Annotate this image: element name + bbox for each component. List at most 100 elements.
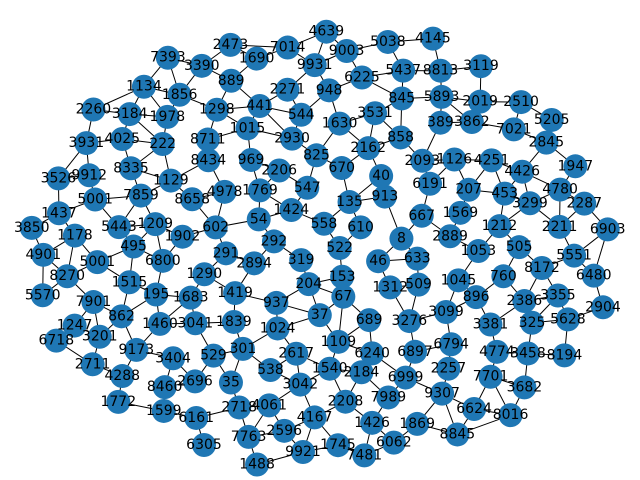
graph-node [295, 175, 320, 200]
node-label: 948 [316, 82, 343, 98]
node-label: 1599 [146, 403, 182, 419]
node-label: 2257 [431, 361, 467, 377]
graph-node [429, 84, 454, 109]
graph-node [326, 329, 351, 354]
node-label: 7989 [371, 389, 407, 405]
graph-node [178, 285, 203, 310]
graph-node [121, 234, 146, 259]
node-label: 1569 [443, 205, 479, 221]
node-label: 1109 [321, 334, 357, 350]
graph-node [405, 246, 430, 271]
graph-node [119, 156, 144, 181]
node-label: 9003 [329, 43, 365, 59]
graph-node [272, 418, 297, 443]
node-label: 1856 [162, 87, 198, 103]
node-label: 5570 [25, 287, 61, 303]
node-label: 207 [455, 182, 482, 198]
node-label: 8658 [174, 191, 210, 207]
graph-node [388, 125, 413, 150]
node-label: 1015 [230, 120, 266, 136]
node-label: 4978 [207, 184, 243, 200]
graph-node [349, 360, 374, 385]
graph-node [317, 78, 342, 103]
graph-node [372, 184, 397, 209]
node-label: 2473 [213, 37, 249, 53]
graph-node [44, 328, 69, 353]
graph-node [360, 341, 385, 366]
graph-node [279, 198, 304, 223]
node-label: 509 [405, 277, 432, 293]
node-label: 2260 [76, 102, 112, 118]
node-label: 858 [387, 129, 414, 145]
graph-node [552, 343, 577, 368]
node-label: 913 [372, 189, 399, 205]
node-label: 670 [328, 160, 355, 176]
graph-node [334, 38, 359, 63]
node-label: 3531 [357, 105, 393, 121]
node-label: 2206 [261, 163, 297, 179]
node-label: 7393 [150, 50, 186, 66]
graph-node [484, 339, 509, 364]
graph-node [235, 116, 260, 141]
node-label: 2904 [585, 299, 621, 315]
graph-node [81, 97, 106, 122]
graph-node [189, 53, 214, 78]
graph-node [290, 439, 315, 464]
graph-node [203, 215, 228, 240]
node-label: 37 [311, 307, 329, 323]
graph-node [539, 107, 564, 132]
graph-node [459, 109, 484, 134]
node-label: 760 [490, 268, 517, 284]
graph-node [46, 201, 71, 226]
graph-node [456, 177, 481, 202]
graph-node [183, 369, 208, 394]
graph-node [391, 58, 416, 83]
graph-node [261, 229, 286, 254]
graph-node [356, 136, 381, 161]
graph-node [264, 290, 289, 315]
graph-node [337, 190, 362, 215]
graph-node [329, 156, 354, 181]
node-label: 8711 [190, 132, 226, 148]
node-label: 54 [250, 211, 268, 227]
node-label: 222 [149, 136, 176, 152]
graph-node [595, 217, 620, 242]
graph-node [288, 372, 313, 397]
node-label: 7481 [347, 447, 383, 463]
node-label: 5437 [385, 63, 421, 79]
graph-node [144, 282, 169, 307]
node-label: 6903 [590, 221, 626, 237]
node-label: 2162 [350, 140, 386, 156]
node-label: 2211 [542, 219, 578, 235]
graph-node [501, 117, 526, 142]
graph-node [468, 54, 493, 79]
graph-node [85, 250, 110, 275]
graph-node [150, 132, 175, 157]
node-label: 441 [246, 98, 273, 114]
node-label: 6897 [397, 344, 433, 360]
graph-node [333, 389, 358, 414]
node-label: 1298 [199, 102, 235, 118]
node-label: 204 [295, 276, 322, 292]
node-label: 1745 [320, 437, 356, 453]
node-label: 1690 [239, 51, 275, 67]
node-label: 529 [200, 348, 227, 364]
node-label: 6191 [412, 176, 448, 192]
graph-node [192, 262, 217, 287]
node-label: 325 [519, 315, 546, 331]
node-label: 862 [108, 308, 135, 324]
graph-node [221, 309, 246, 334]
node-label: 1540 [312, 361, 348, 377]
graph-node [81, 290, 106, 315]
graph-node [428, 58, 453, 83]
graph-node [464, 285, 489, 310]
graph-node [314, 19, 339, 44]
node-label: 1839 [216, 314, 252, 330]
node-label: 1312 [372, 279, 408, 295]
graph-node [331, 284, 356, 309]
graph-node [311, 211, 336, 236]
node-label: 1247 [57, 318, 93, 334]
node-label: 7701 [473, 369, 509, 385]
node-label: 1290 [187, 266, 223, 282]
node-label: 2596 [266, 423, 302, 439]
